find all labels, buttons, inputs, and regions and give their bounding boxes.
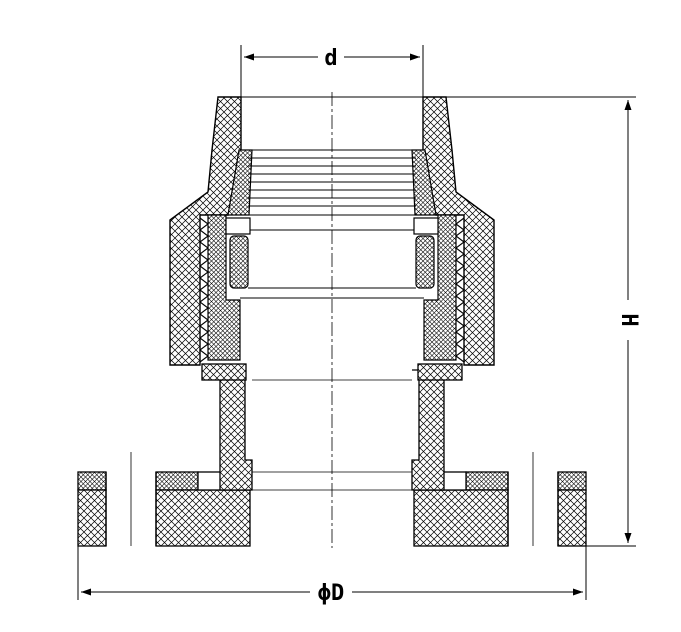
threaded-insert-section bbox=[207, 214, 457, 361]
dimension-h bbox=[446, 96, 636, 547]
dimension-outer-diameter-label: ϕD bbox=[318, 581, 345, 606]
dimension-d bbox=[240, 45, 424, 97]
dimension-d-label: d bbox=[324, 46, 337, 71]
flange-section bbox=[77, 471, 587, 547]
union-nut-section bbox=[169, 96, 495, 366]
right-thread bbox=[455, 217, 465, 363]
stub-pipe-section bbox=[201, 363, 463, 491]
o-ring-seal bbox=[225, 217, 439, 289]
bolt-hole-axes bbox=[130, 452, 534, 546]
left-thread bbox=[199, 217, 209, 363]
dimension-h-label: H bbox=[616, 313, 641, 326]
grip-cone-section bbox=[227, 149, 437, 216]
bore-lines bbox=[240, 96, 424, 299]
grip-teeth bbox=[248, 149, 416, 216]
dimension-outer-diameter bbox=[77, 546, 587, 600]
